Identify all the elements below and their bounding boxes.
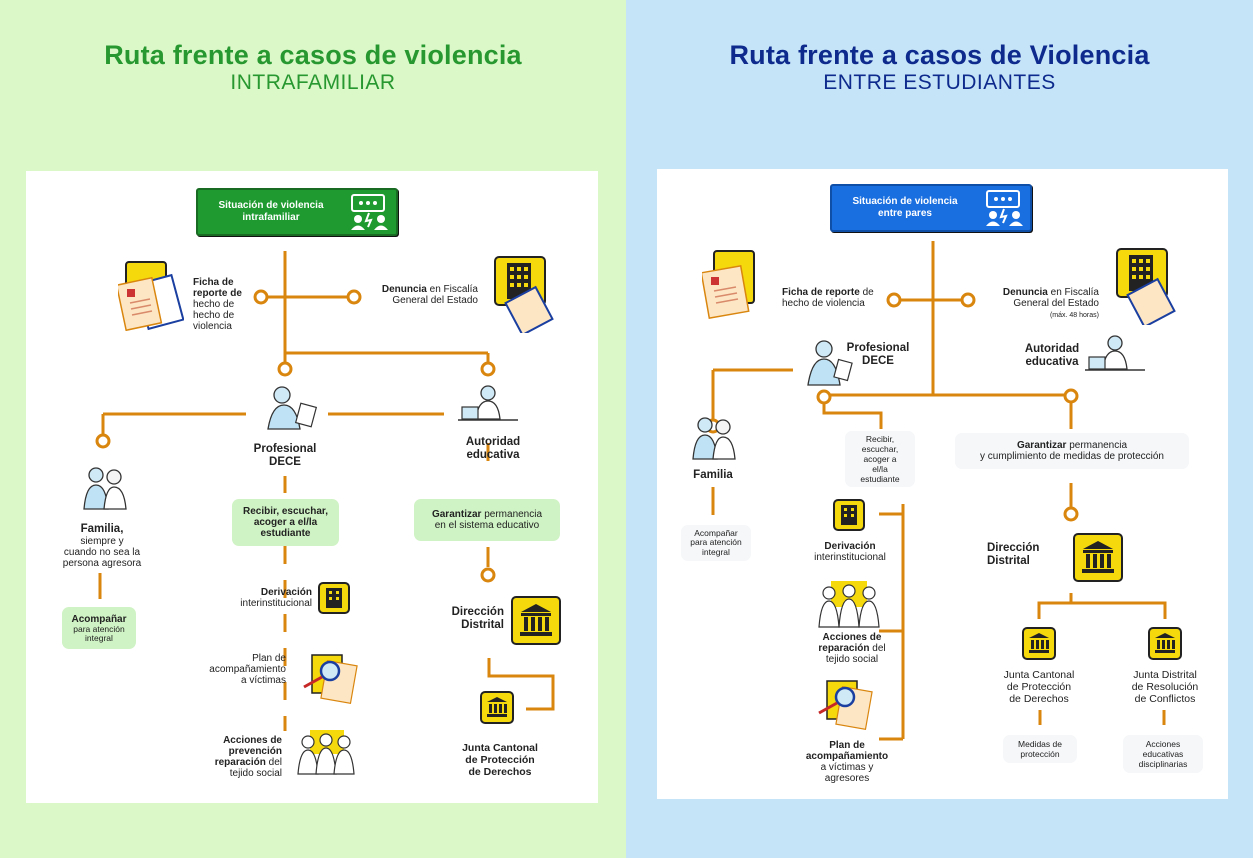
right-autoridad-educativa-person-icon — [1085, 335, 1145, 371]
left-plan-magnifier-icon — [303, 654, 358, 705]
right-familia-label: Familia — [693, 469, 733, 481]
left-flowchart-card: Situación de violencia intrafamiliar Fic… — [26, 171, 598, 803]
left-acciones-group-icon — [297, 730, 355, 775]
left-ficha-document-icon — [118, 261, 184, 331]
entre-estudiantes-panel: Ruta frente a casos de Violencia ENTRE E… — [626, 0, 1253, 858]
right-junta-distrital-icon — [1148, 627, 1182, 660]
left-direccion-building-icon — [511, 596, 561, 645]
left-connector-lines — [95, 251, 555, 731]
left-situation-label: Situación de violencia intrafamiliar — [218, 200, 324, 223]
right-acciones-group-icon — [818, 581, 880, 628]
right-direccion-building-icon — [1073, 533, 1123, 582]
left-familia-people-icon — [83, 467, 127, 510]
right-plan-magnifier-icon — [818, 680, 873, 731]
right-subtitle: ENTRE ESTUDIANTES — [823, 71, 1056, 94]
left-autoridad-educativa-person-icon — [458, 385, 518, 421]
right-title: Ruta frente a casos de Violencia — [729, 40, 1150, 70]
right-fiscalia-building-icon — [1116, 248, 1176, 325]
right-familia-people-icon — [692, 417, 736, 460]
left-junta-cantonal-icon — [480, 691, 514, 724]
right-derivacion-building-icon — [833, 499, 865, 531]
right-junta-cantonal-icon — [1022, 627, 1056, 660]
right-flowchart-card: Situación de violencia entre pares Ficha… — [657, 169, 1228, 799]
right-ficha-document-icon — [702, 250, 755, 319]
intrafamiliar-panel: Ruta frente a casos de violencia INTRAFA… — [0, 0, 626, 858]
left-fiscalia-building-icon — [494, 256, 554, 333]
left-title: Ruta frente a casos de violencia — [104, 40, 522, 70]
right-connector-lines — [705, 241, 1167, 741]
right-situation-icon — [986, 190, 1023, 226]
left-situation-icon — [351, 194, 388, 230]
right-profesional-dece-person-icon — [807, 340, 853, 386]
left-subtitle: INTRAFAMILIAR — [230, 71, 396, 94]
left-derivacion-building-icon — [318, 582, 350, 614]
left-profesional-dece-person-icon — [267, 386, 318, 430]
right-situation-label: Situación de violencia entre pares — [852, 196, 958, 219]
